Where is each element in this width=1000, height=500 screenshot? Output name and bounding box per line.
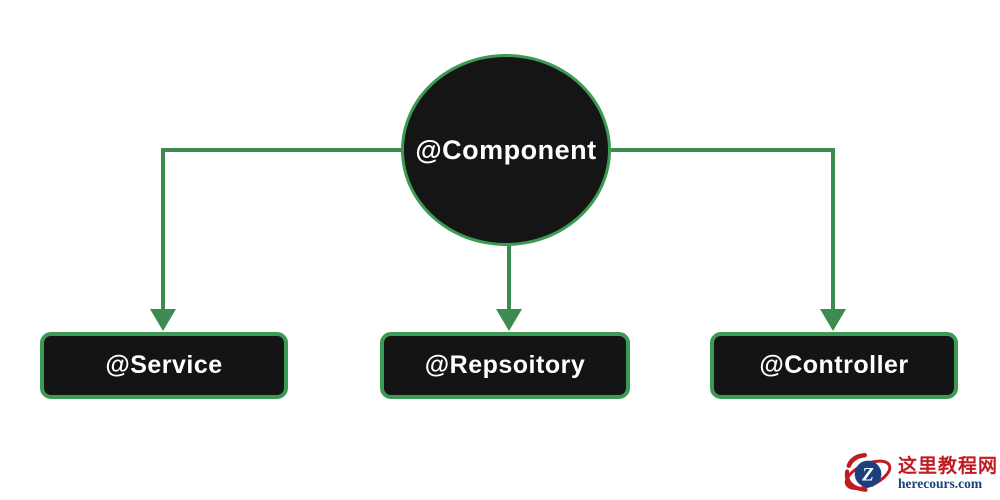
watermark-logo-icon: Z bbox=[844, 452, 892, 492]
node-controller: @Controller bbox=[710, 332, 958, 399]
node-repository-label: @Repsoitory bbox=[424, 351, 586, 379]
node-component: @Component bbox=[401, 54, 611, 246]
node-service: @Service bbox=[40, 332, 288, 399]
logo-swoosh-top bbox=[846, 452, 867, 468]
arrowhead-middle bbox=[496, 309, 522, 331]
arrowhead-left bbox=[150, 309, 176, 331]
logo-swoosh-front bbox=[844, 469, 868, 492]
watermark-site-domain: herecours.com bbox=[897, 475, 983, 491]
logo-letter: Z bbox=[861, 465, 874, 486]
node-repository: @Repsoitory bbox=[380, 332, 630, 399]
arrowhead-right bbox=[820, 309, 846, 331]
watermark-text-block: 这里教程网 herecours.com bbox=[897, 454, 998, 491]
node-controller-label: @Controller bbox=[759, 351, 909, 379]
logo-circle bbox=[854, 460, 882, 488]
node-component-label: @Component bbox=[415, 134, 597, 165]
watermark: Z 这里教程网 herecours.com bbox=[842, 449, 998, 499]
watermark-site-name: 这里教程网 bbox=[897, 454, 998, 477]
node-service-label: @Service bbox=[105, 351, 223, 379]
